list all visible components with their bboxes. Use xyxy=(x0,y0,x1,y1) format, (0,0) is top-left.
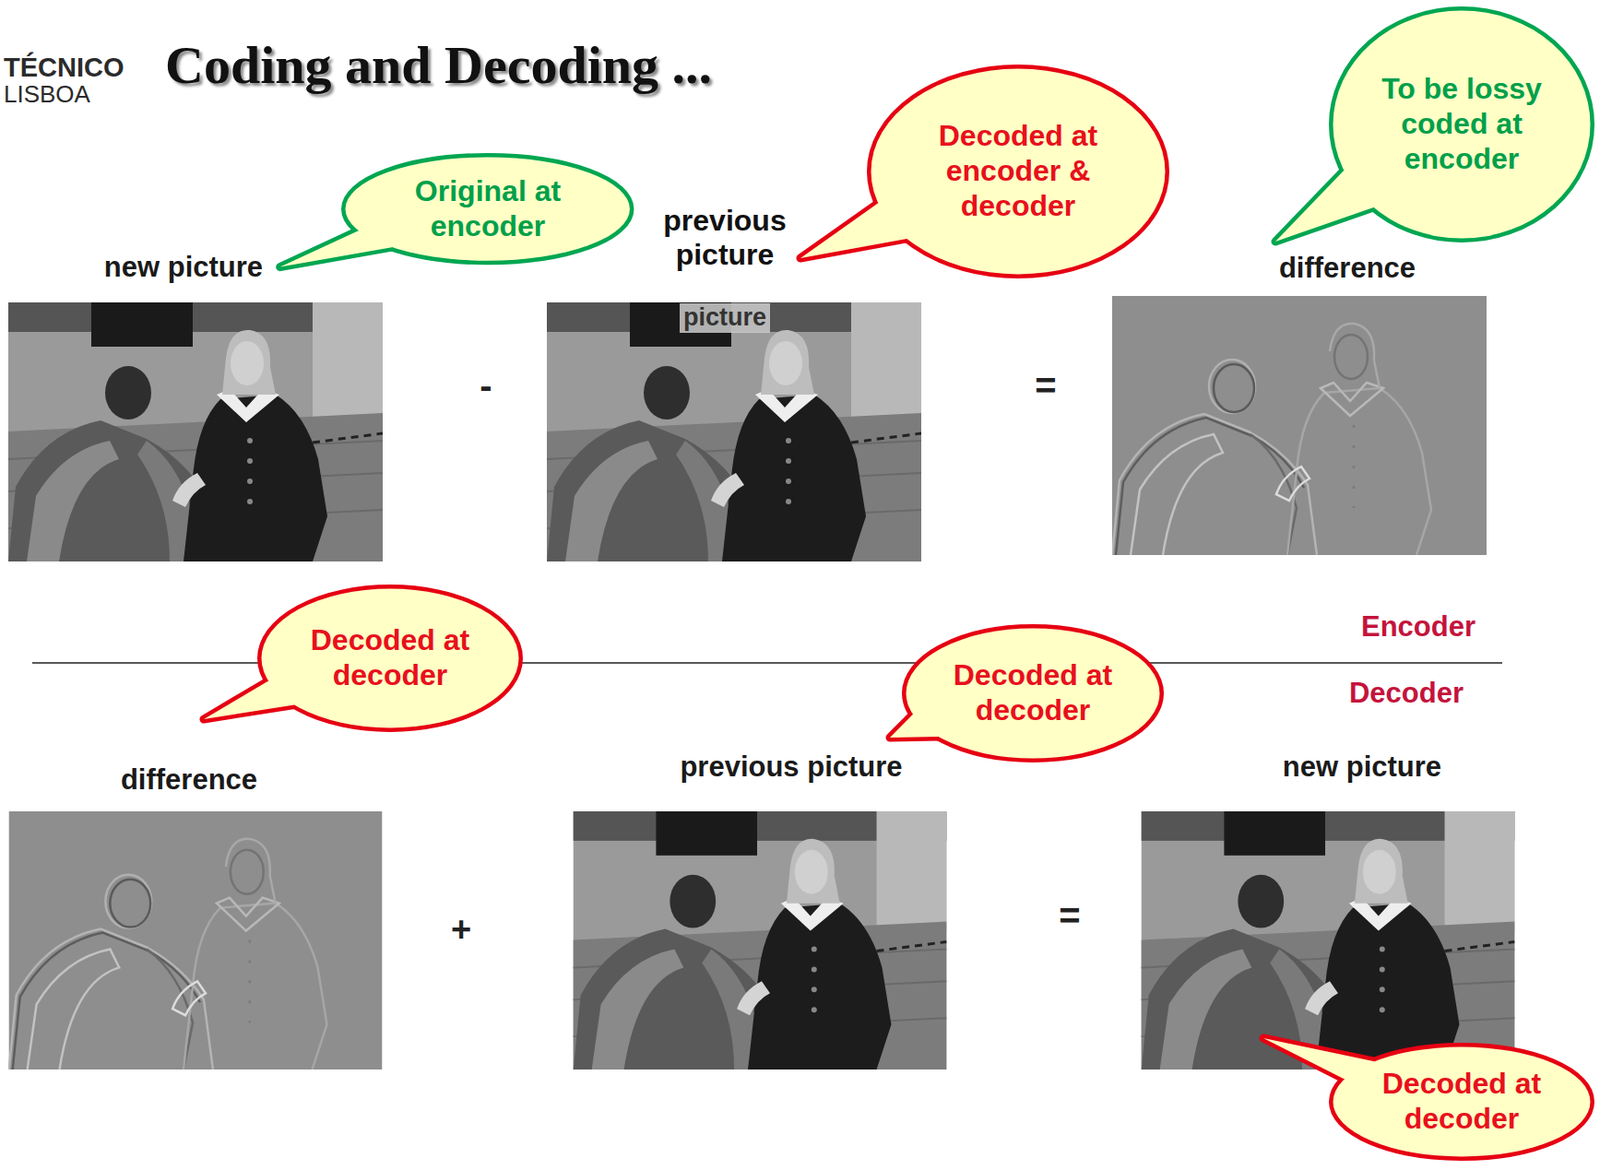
picture-label: previous picture xyxy=(679,750,902,784)
callout-tail-fill xyxy=(1263,1038,1389,1080)
callout-outline xyxy=(871,69,1166,275)
callout-tail-fill xyxy=(800,202,929,259)
picture-label: difference xyxy=(120,763,258,797)
callout-tail-fill xyxy=(1275,170,1388,242)
logo-text: LISBOA xyxy=(3,81,91,109)
operator-sign: = xyxy=(1058,894,1080,937)
callout-text-group: To be lossy coded at encoder xyxy=(1360,71,1564,177)
callout-text: Decoded at decoder xyxy=(1369,1066,1554,1138)
new-picture-image xyxy=(1141,811,1516,1070)
callout-tail xyxy=(1275,170,1388,242)
logo-text: TÉCNICO xyxy=(3,52,125,83)
difference-image xyxy=(9,811,383,1070)
callout-text-group: Original at encoder xyxy=(388,174,587,245)
callout-bubble: Decoded at decoder xyxy=(901,624,1164,763)
callout-tail xyxy=(800,202,929,259)
callout-fill xyxy=(871,69,1166,275)
previous-picture-image xyxy=(573,811,948,1070)
callout-text-group: Decoded at decoder xyxy=(1369,1066,1554,1138)
section-label: Encoder xyxy=(1361,610,1476,644)
callout-text: Decoded at encoder & decoder xyxy=(907,118,1129,224)
difference-image xyxy=(1112,296,1487,556)
picture-label: new picture xyxy=(1282,750,1442,784)
divider-line xyxy=(32,662,1503,664)
callout-text: Decoded at decoder xyxy=(940,658,1126,729)
callout-bubble: Original at encoder xyxy=(341,153,634,265)
callout-bubble: To be lossy coded at encoder xyxy=(1328,6,1595,243)
callout-bubble: Decoded at decoder xyxy=(1328,1042,1595,1162)
callout-tail-fill xyxy=(280,230,408,268)
ghost-text: picture xyxy=(679,303,771,332)
new-picture-image xyxy=(8,302,383,562)
callout-text-group: Decoded at decoder xyxy=(297,623,483,694)
callout-fill xyxy=(261,589,520,729)
callout-text: Original at encoder xyxy=(388,174,587,245)
section-label: Decoder xyxy=(1349,676,1464,711)
previous-picture-image xyxy=(546,302,922,562)
callout-text: Decoded at decoder xyxy=(297,623,483,694)
callout-outline xyxy=(261,589,520,729)
operator-sign: + xyxy=(450,910,472,951)
callout-tail-fill xyxy=(203,681,313,720)
callout-tail xyxy=(203,681,313,720)
picture-label: new picture xyxy=(104,250,263,285)
callout-bubble: Decoded at decoder xyxy=(257,584,523,733)
picture-label: difference xyxy=(1279,251,1416,285)
picture-label: previous picture xyxy=(632,203,818,273)
operator-sign: = xyxy=(1034,364,1056,407)
slide-title: Coding and Decoding ... xyxy=(165,35,712,97)
callout-tail-fill xyxy=(889,714,957,738)
operator-sign: - xyxy=(479,364,492,407)
callout-text-group: Decoded at encoder & decoder xyxy=(907,118,1129,224)
callout-text: To be lossy coded at encoder xyxy=(1360,71,1564,177)
callout-text-group: Decoded at decoder xyxy=(940,658,1126,729)
callout-bubble: Decoded at encoder & decoder xyxy=(866,64,1170,279)
callout-fill xyxy=(906,628,1161,759)
callout-tail xyxy=(1263,1038,1389,1080)
callout-outline xyxy=(906,628,1161,759)
